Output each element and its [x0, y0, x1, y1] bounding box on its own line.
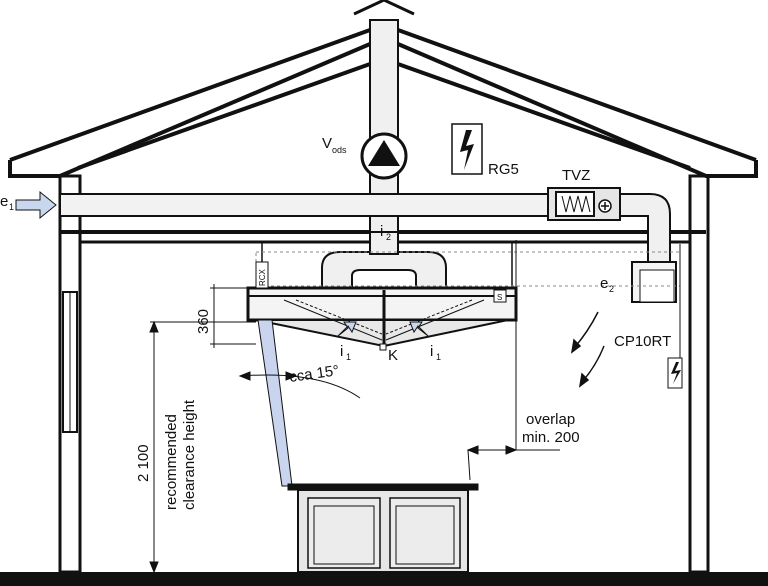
supply-outlet — [631, 261, 677, 303]
hood-tag-right — [493, 289, 507, 303]
airflow-arrows — [570, 311, 605, 388]
supply-unit-label: TVZ — [562, 167, 590, 184]
arrow-icon — [15, 190, 57, 220]
nozzle-right-label: i — [430, 343, 433, 360]
clearance-label-line2: clearance height — [181, 399, 198, 510]
nozzle-left-label-sub: 1 — [346, 352, 351, 362]
hood-point-marker — [379, 343, 387, 351]
inlet-label: e — [0, 193, 8, 210]
controller-label: CP10RT — [614, 333, 671, 350]
controller-box — [667, 244, 683, 389]
supply-duct-label-sub: 2 — [386, 232, 391, 242]
angle-label: cca 15° — [288, 362, 340, 386]
hood-height-label: 360 — [195, 309, 212, 334]
clearance-label-line1: recommended — [163, 414, 180, 510]
clearance-value: 2 100 — [135, 444, 152, 482]
nozzle-arrows — [337, 321, 429, 337]
floor — [0, 572, 768, 586]
supply-duct — [59, 187, 671, 267]
height-dimension — [210, 284, 256, 348]
kitchen-island — [287, 483, 479, 573]
room-air-label-sub: 2 — [609, 284, 614, 294]
hood-connection-duct — [321, 231, 447, 291]
angle-indicator — [238, 371, 361, 399]
clearance-dimension — [149, 320, 256, 574]
roof — [8, 28, 758, 178]
room-air-label: e — [600, 275, 608, 292]
overlap-label-line1: overlap — [526, 411, 575, 428]
kitchen-hood — [246, 286, 518, 348]
nozzle-left-label: i — [340, 343, 343, 360]
ceiling-outline — [255, 251, 681, 287]
overlap-label-line2: min. 200 — [522, 429, 580, 446]
overlap-dimension — [466, 240, 560, 481]
nozzle-right-label-sub: 1 — [436, 352, 441, 362]
left-wall — [58, 174, 82, 574]
hood-point-label: K — [388, 347, 398, 364]
hood-tag-left — [255, 261, 269, 289]
fan-label-sub: ods — [332, 145, 347, 155]
fan-label: V — [322, 135, 332, 152]
supply-duct-label: i — [380, 223, 383, 240]
lightning-icon — [451, 123, 483, 175]
right-wall — [688, 174, 710, 574]
inlet-label-sub: 1 — [9, 202, 14, 212]
heater-coil — [561, 195, 591, 213]
heater-icon — [598, 199, 612, 213]
light-beam — [257, 319, 293, 487]
hood-tag-right-label: S — [497, 293, 502, 302]
fan-icon — [360, 132, 408, 180]
hood-tag-left-label: RCX — [258, 268, 267, 286]
control-box-label: RG5 — [488, 161, 519, 178]
